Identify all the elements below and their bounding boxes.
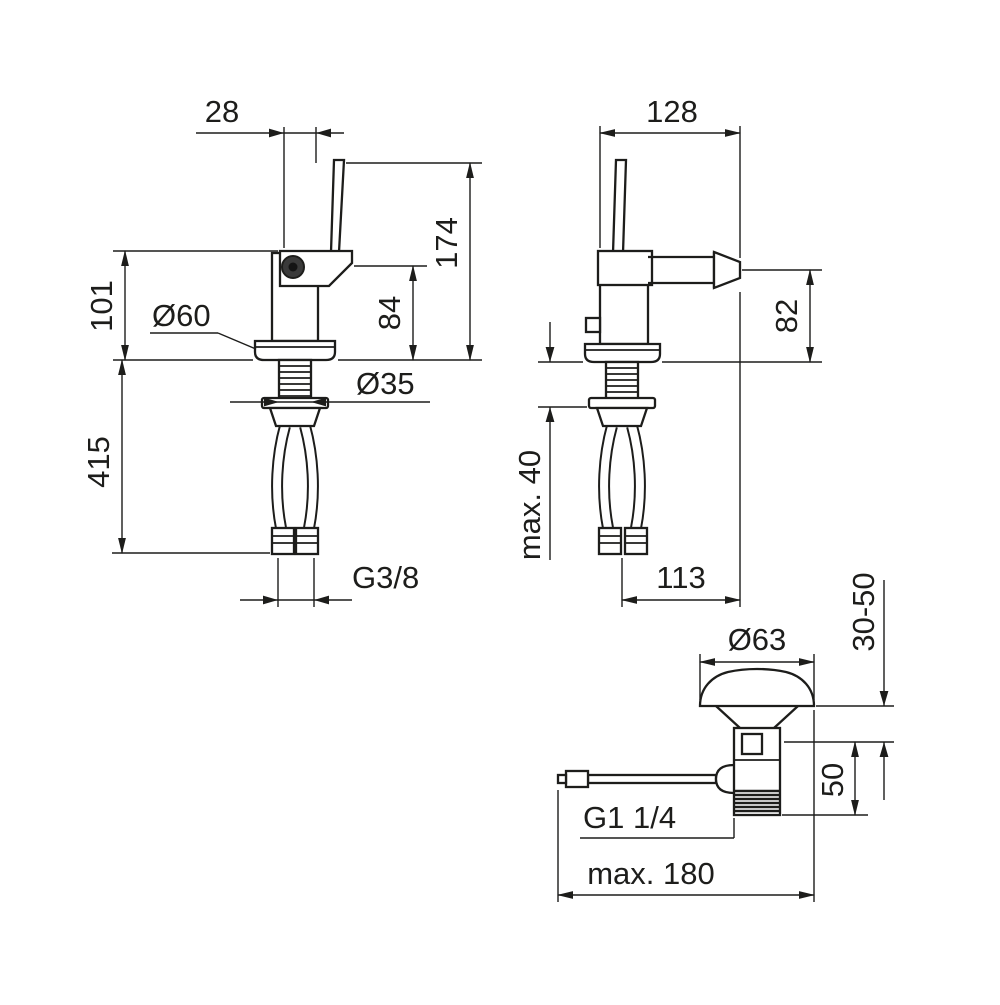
mounting-nut-side (595, 406, 649, 428)
arrowhead (314, 595, 329, 605)
dim-label-handle-offset: 28 (205, 94, 239, 129)
hose-connector-left-side (597, 526, 623, 556)
pull-rod-stub (584, 316, 602, 334)
front-view: 28 174 101 84 Ø60 Ø35 (81, 94, 482, 607)
dim-label-hose-length: 415 (81, 436, 116, 488)
popup-plug-cap (698, 667, 816, 708)
supply-hose-right-side-inner (628, 424, 644, 529)
hose-connector-lines (272, 535, 318, 544)
dim-label-drain-thread: G1 1/4 (583, 800, 676, 835)
mounting-plate-side (587, 396, 657, 410)
lever-handle-side (611, 158, 628, 255)
overflow-window (740, 732, 764, 756)
arrowhead (879, 691, 889, 706)
hose-connector-left (270, 526, 296, 556)
lever-handle-front (329, 158, 346, 254)
rod-ball-joint (714, 763, 735, 795)
base-flange-front (253, 339, 337, 362)
hose-connector-right (294, 526, 320, 556)
hose-connector-right-side (623, 526, 649, 556)
base-flange-side (583, 342, 662, 364)
drain-pull-rod (586, 773, 718, 785)
arrowhead (263, 595, 278, 605)
dim-label-spout-height-side: 82 (769, 299, 804, 333)
arrowhead (316, 128, 331, 138)
pull-rod-tip (556, 773, 568, 785)
supply-hose-right-inner (301, 424, 317, 529)
cartridge-cap-center (288, 262, 298, 272)
side-faucet-outline (583, 158, 742, 556)
leader-line (217, 332, 257, 350)
hose-connector-lines-side (599, 535, 647, 544)
arrowhead (545, 407, 555, 422)
drain-outline (556, 667, 816, 817)
mounting-nut-front (268, 406, 322, 428)
dim-label-spout-height: 84 (372, 296, 407, 330)
front-dimensions: 28 174 101 84 Ø60 Ø35 (81, 94, 482, 607)
dim-label-depth: 128 (646, 94, 698, 129)
cap-neck-left (715, 705, 741, 729)
side-view: 128 82 max. 40 113 (512, 94, 822, 607)
pull-rod-joint (564, 769, 590, 789)
dim-label-body-height: 101 (84, 280, 119, 332)
cap-neck-right (773, 705, 799, 729)
supply-hose-left-side-inner (600, 424, 616, 529)
dim-label-supply-thread: G3/8 (352, 560, 419, 595)
front-faucet-outline (253, 158, 354, 556)
dim-label-max-deck-thickness: max. 40 (512, 450, 547, 560)
arrowhead (879, 742, 889, 757)
drain-dimensions: Ø63 30-50 50 G1 1/4 max. 180 (557, 572, 894, 902)
dim-label-drain-body-height: 50 (815, 763, 850, 797)
dim-label-overall-height: 174 (429, 217, 464, 269)
shank-threads-front (279, 365, 311, 397)
spout-nozzle (712, 250, 742, 290)
arrowhead (269, 128, 284, 138)
dim-label-clamping-range: 30-50 (846, 572, 881, 651)
side-dimensions: 128 82 max. 40 113 (512, 94, 822, 607)
dim-label-shank-diameter: Ø35 (356, 366, 415, 401)
arrowhead (264, 397, 279, 407)
arrowhead (311, 397, 326, 407)
dim-label-plug-diameter: Ø63 (728, 622, 787, 657)
supply-hose-left-inner (273, 424, 289, 529)
dim-label-spout-reach: 113 (656, 560, 705, 595)
drain-assembly: Ø63 30-50 50 G1 1/4 max. 180 (556, 572, 894, 902)
dim-label-rod-length: max. 180 (587, 856, 715, 891)
arrowhead (545, 347, 555, 362)
drain-threads (734, 789, 780, 813)
handle-hub-side (596, 249, 654, 287)
dim-label-base-diameter: Ø60 (152, 298, 211, 333)
